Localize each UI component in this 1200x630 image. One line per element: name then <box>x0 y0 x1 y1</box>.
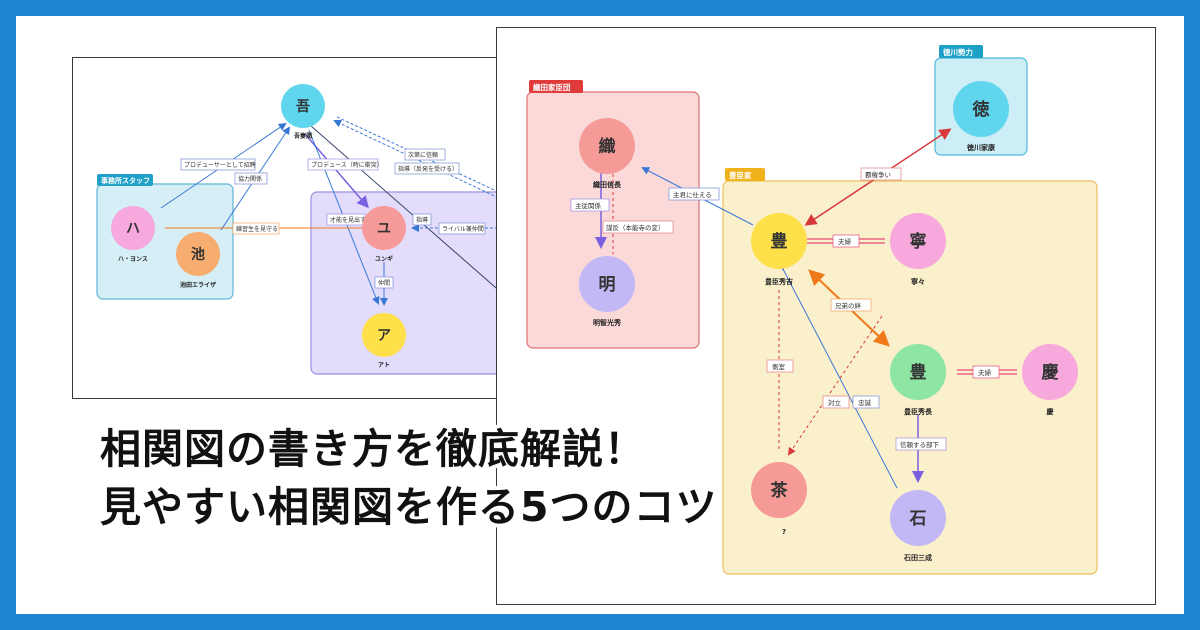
node-hidenaga[interactable]: 豊 豊臣秀長 <box>890 344 946 416</box>
edge-label-couple1: 夫婦 <box>838 237 852 246</box>
edge-label-talent: 才能を見出す <box>330 216 366 224</box>
left-diagram: 事務所スタッフ プロデューサーとして招聘 協力関係 プロデュース（時に衝突） <box>96 84 512 375</box>
group-toyotomi-label: 豊臣家 <box>729 170 752 180</box>
node-ha-name: ハ・ヨンス <box>118 256 148 263</box>
edge-label-rival: ライバル兼仲間 <box>442 225 484 233</box>
group-tokugawa-label: 徳川勢力 <box>942 47 973 57</box>
right-diagram: 織田家臣団 徳川勢力 豊臣家 <box>526 45 1098 575</box>
node-ike[interactable]: 池 池田エライザ <box>176 232 220 289</box>
group-staff-label: 事務所スタッフ <box>101 176 150 185</box>
node-hidenaga-name: 豊臣秀長 <box>904 407 933 416</box>
node-kei-char: 慶 <box>1042 362 1059 383</box>
left-diagram-card: 事務所スタッフ プロデューサーとして招聘 協力関係 プロデュース（時に衝突） <box>72 57 512 399</box>
node-cha[interactable]: 茶 ? <box>751 462 807 536</box>
edge-label-cooperation: 協力関係 <box>238 175 262 183</box>
node-yu-char: ユ <box>377 221 391 237</box>
edge-label-oppose: 対立 <box>828 398 842 407</box>
node-hideyoshi-name: 豊臣秀吉 <box>765 277 793 286</box>
node-mitsunari-name: 石田三成 <box>903 553 932 562</box>
node-hidenaga-char: 豊 <box>910 362 927 383</box>
edge-label-mentor: 指導（反発を受ける） <box>398 165 458 173</box>
node-nene[interactable]: 寧 寧々 <box>890 213 946 286</box>
node-yu-name: ユンギ <box>375 255 393 263</box>
edge-label-hegemony: 覇権争い <box>865 170 891 179</box>
node-nene-name: 寧々 <box>911 277 925 286</box>
node-cha-char: 茶 <box>771 480 789 501</box>
right-edge-labels: 主従関係 謀反（本能寺の変） 主君に仕える 覇権争い 夫婦 兄弟の絆 夫婦 側室… <box>570 167 1000 451</box>
node-nobunaga-char: 織 <box>599 136 616 157</box>
node-mitsunari-char: 石 <box>909 509 927 529</box>
node-ieyasu-char: 徳 <box>972 99 990 120</box>
node-ha-char: ハ <box>126 221 140 237</box>
edge-label-loyal: 忠誠 <box>858 398 872 407</box>
edge-label-lord-master: 主従関係 <box>575 201 602 210</box>
node-a-name: アト <box>378 362 390 369</box>
group-oda: 織田家臣団 <box>526 80 700 349</box>
node-mitsuhide-name: 明智光秀 <box>593 318 621 327</box>
left-edge-labels: プロデューサーとして招聘 協力関係 プロデュース（時に衝突） 次第に信頼 指導（… <box>180 148 486 289</box>
node-ago-name: 吾妻潤 <box>294 132 312 140</box>
headline: 相関図の書き方を徹底解説！ 見やすい相関図を作る5つのコツ <box>100 420 718 536</box>
edge-label-couple2: 夫婦 <box>978 368 992 377</box>
node-mitsunari[interactable]: 石 石田三成 <box>890 490 946 562</box>
edge-label-trusted: 信頼する部下 <box>900 440 940 449</box>
node-nene-char: 寧 <box>910 231 927 252</box>
edge-label-friend: 仲間 <box>378 279 390 287</box>
node-a[interactable]: ア アト <box>362 313 406 369</box>
edge-label-serve-lord: 主君に仕える <box>673 190 712 199</box>
node-ha[interactable]: ハ ハ・ヨンス <box>111 206 155 263</box>
node-mitsuhide-char: 明 <box>599 275 616 295</box>
edge-label-producer-invite: プロデューサーとして招聘 <box>184 161 256 169</box>
edge-label-mentor2: 指導 <box>416 216 428 224</box>
node-cha-name: ? <box>782 528 786 536</box>
node-ieyasu[interactable]: 徳 徳川家康 <box>953 81 1009 152</box>
edge-label-trainee: 練習生を見守る <box>236 225 278 233</box>
node-ieyasu-name: 徳川家康 <box>966 143 996 152</box>
node-hideyoshi-char: 豊 <box>771 231 788 252</box>
node-yu[interactable]: ユ ユンギ <box>362 206 406 263</box>
node-hideyoshi[interactable]: 豊 豊臣秀吉 <box>751 213 807 286</box>
node-nobunaga[interactable]: 織 織田信長 <box>579 118 635 189</box>
edge-label-rebellion: 謀反（本能寺の変） <box>606 223 665 232</box>
node-nobunaga-name: 織田信長 <box>593 180 622 189</box>
node-ike-char: 池 <box>191 246 205 263</box>
node-ago-char: 吾 <box>296 99 310 115</box>
node-ike-name: 池田エライザ <box>180 281 216 289</box>
node-ago[interactable]: 吾 吾妻潤 <box>281 84 325 140</box>
edge-label-produce: プロデュース（時に衝突） <box>311 161 383 169</box>
right-diagram-card: 織田家臣団 徳川勢力 豊臣家 <box>496 27 1156 605</box>
edge-label-trust-grow: 次第に信頼 <box>408 151 438 159</box>
node-a-char: ア <box>377 328 391 344</box>
group-oda-label: 織田家臣団 <box>533 82 571 92</box>
edge-label-brothers: 兄弟の絆 <box>835 301 862 310</box>
headline-line-2: 見やすい相関図を作る5つのコツ <box>100 483 718 531</box>
headline-line-1: 相関図の書き方を徹底解説！ <box>100 425 646 473</box>
node-kei-name: 慶 <box>1047 407 1055 416</box>
node-mitsuhide[interactable]: 明 明智光秀 <box>579 256 635 327</box>
node-kei[interactable]: 慶 慶 <box>1022 344 1078 416</box>
edge-label-concubine: 側室 <box>772 362 786 371</box>
